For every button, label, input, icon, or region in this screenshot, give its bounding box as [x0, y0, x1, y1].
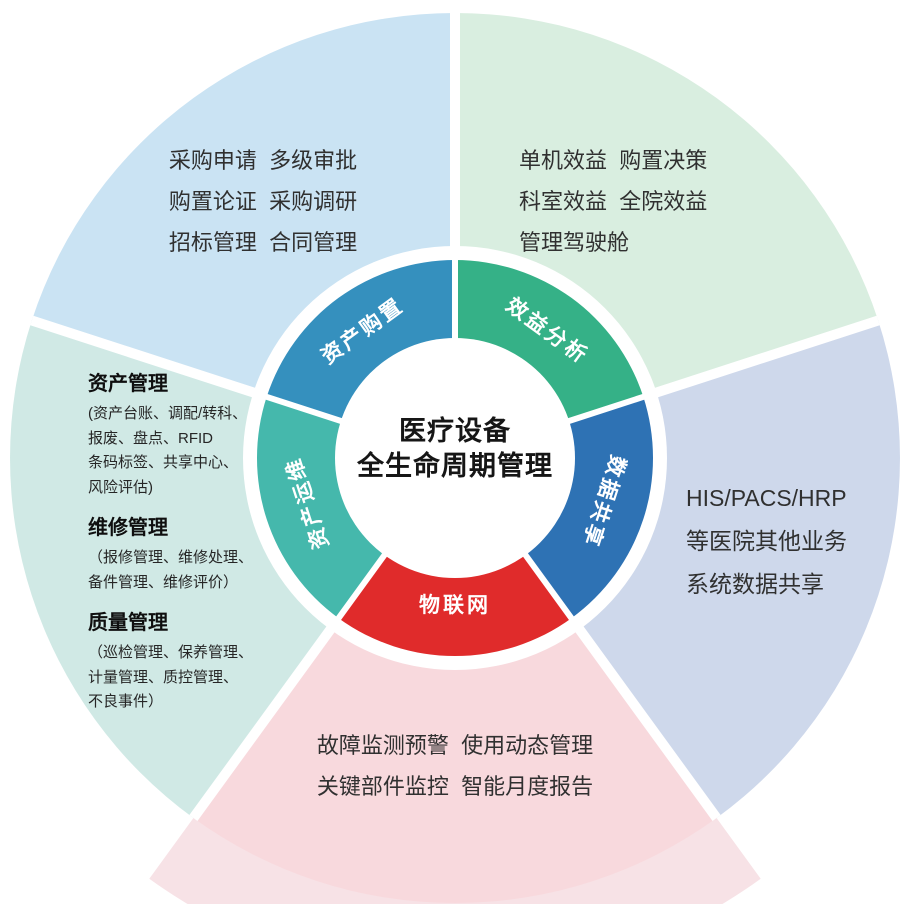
- iot-text-line: 故障监测预警 使用动态管理: [316, 733, 594, 758]
- ops-group-line: （巡检管理、保养管理、: [88, 644, 254, 661]
- center-title-line2: 全生命周期管理: [357, 451, 553, 481]
- sector-iot-wedge: [193, 458, 717, 904]
- center-title: 医疗设备 全生命周期管理: [285, 414, 625, 484]
- ops-group-line: 备件管理、维修评价）: [88, 573, 239, 591]
- sector-text-benefit: 单机效益 购置决策 科室效益 全院效益 管理驾驶舱: [519, 140, 707, 263]
- sector-text-iot: 故障监测预警 使用动态管理 关键部件监控 智能月度报告: [317, 725, 593, 807]
- ops-group-line: 计量管理、质控管理、: [88, 668, 239, 686]
- purchase-text-line: 招标管理 合同管理: [168, 230, 358, 255]
- ring-segment-purchase: [266, 260, 455, 422]
- data-text-line: HIS/PACS/HRP: [686, 485, 847, 511]
- ops-group-line: 条码标签、共享中心、: [88, 454, 239, 471]
- benefit-text-line: 单机效益 购置决策: [519, 148, 708, 173]
- ring-segment-data: [524, 396, 654, 619]
- ring-segment-ops: [256, 396, 386, 619]
- sector-text-ops: 资产管理 (资产台账、调配/转科、 报废、盘点、RFID 条码标签、共享中心、 …: [88, 370, 293, 715]
- sector-text-data: HIS/PACS/HRP 等医院其他业务 系统数据共享: [686, 477, 847, 606]
- ring-label-iot: 物联网: [419, 594, 491, 617]
- benefit-text-line: 科室效益 全院效益: [519, 189, 708, 214]
- ops-group-title: 质量管理: [88, 612, 168, 634]
- ops-group-line: 不良事件）: [88, 693, 164, 710]
- purchase-text-line: 购置论证 采购调研: [168, 189, 358, 214]
- ops-group-line: (资产台账、调配/转科、: [88, 405, 248, 422]
- benefit-text-line: 管理驾驶舱: [519, 230, 630, 255]
- ring-segment-benefit: [455, 260, 644, 422]
- data-text-line: 系统数据共享: [686, 571, 824, 597]
- ops-group-title: 资产管理: [88, 373, 168, 395]
- sector-text-purchase: 采购申请 多级审批 购置论证 采购调研 招标管理 合同管理: [137, 140, 389, 263]
- ops-group-line: （报修管理、维修处理、: [88, 549, 254, 566]
- iot-text-line: 关键部件监控 智能月度报告: [316, 774, 594, 799]
- ops-group-line: 风险评估): [88, 478, 153, 496]
- ring-segment-iot: [338, 553, 572, 657]
- data-text-line: 等医院其他业务: [686, 528, 847, 554]
- ops-group-title: 维修管理: [88, 517, 168, 539]
- ops-group-line: 报废、盘点、RFID: [88, 429, 213, 447]
- center-circle: [335, 338, 575, 578]
- purchase-text-line: 采购申请 多级审批: [168, 148, 358, 173]
- center-title-line1: 医疗设备: [399, 416, 511, 446]
